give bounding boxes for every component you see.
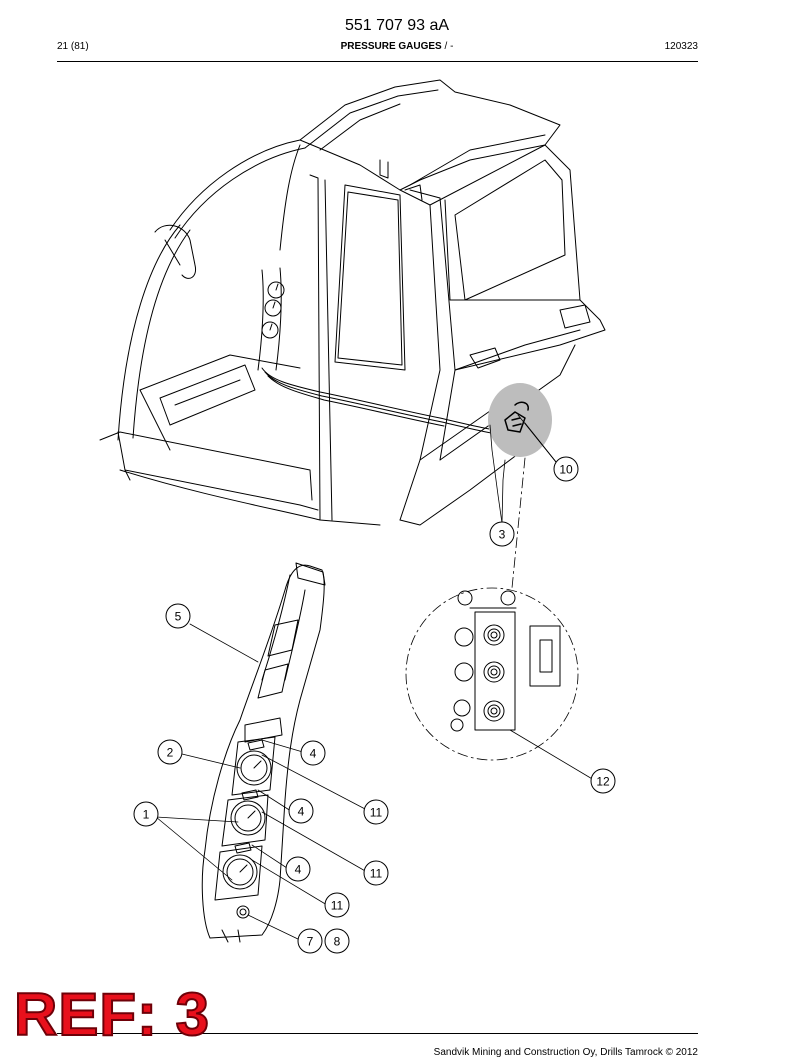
callout-2: 2 xyxy=(167,746,174,760)
callout-1: 1 xyxy=(143,808,150,822)
callout-11-middle: 11 xyxy=(370,867,383,881)
callout-3: 3 xyxy=(499,528,506,542)
page-count: 21 (81) xyxy=(57,41,89,52)
footer-rule xyxy=(57,1033,698,1034)
callout-4-bottom: 4 xyxy=(295,863,302,877)
section-title: PRESSURE GAUGES / - xyxy=(0,41,794,52)
pillar-detail xyxy=(201,562,326,943)
header-rule xyxy=(57,61,698,62)
section-title-text: PRESSURE GAUGES xyxy=(340,41,442,52)
callout-7: 7 xyxy=(307,935,314,949)
detail-leader-lines xyxy=(511,457,526,589)
ref-stamp: REF: 3 xyxy=(13,981,211,1048)
connector-highlight xyxy=(488,383,552,457)
detail-circle xyxy=(405,587,579,761)
callout-5: 5 xyxy=(175,610,182,624)
hose-route xyxy=(261,367,513,437)
callout-11-top: 11 xyxy=(370,806,383,820)
connector-panel xyxy=(450,590,561,732)
cab-gauge-cluster xyxy=(257,267,285,371)
doc-number: 551 707 93 aA xyxy=(344,17,450,34)
callout-8: 8 xyxy=(334,935,341,949)
callout-12: 12 xyxy=(596,775,610,789)
callout-4-middle: 4 xyxy=(298,805,305,819)
callout-leaders xyxy=(155,414,595,941)
operator-cab xyxy=(99,79,606,526)
callout-4-top: 4 xyxy=(310,747,317,761)
callout-bubbles xyxy=(133,456,616,954)
doc-date: 120323 xyxy=(664,41,698,52)
section-title-suffix: / - xyxy=(441,41,454,52)
callout-11-bottom: 11 xyxy=(331,899,344,913)
callout-10: 10 xyxy=(559,463,573,477)
